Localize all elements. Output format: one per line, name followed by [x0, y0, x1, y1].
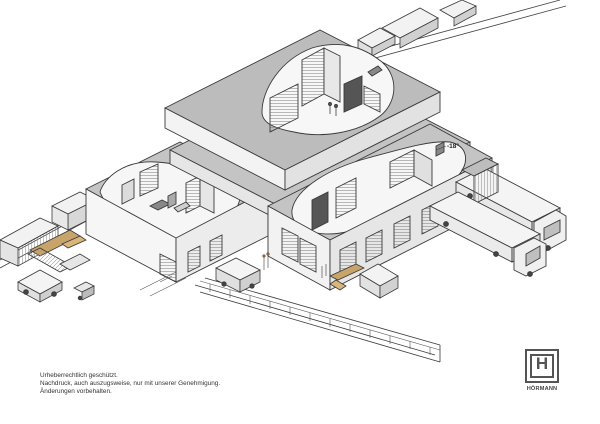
truck-lower	[429, 191, 547, 277]
delivery-van-left	[17, 269, 63, 303]
ground-walkway	[194, 277, 441, 363]
notice-line-3: Änderungen vorbehalten.	[40, 388, 112, 396]
right-wing	[267, 123, 493, 291]
dock-ramp-right	[329, 263, 365, 291]
bollards	[262, 252, 327, 278]
railing-front	[199, 280, 441, 355]
delivery-van-center	[215, 257, 261, 293]
logo-letter: H	[535, 354, 549, 373]
train-top	[357, 0, 477, 57]
brand-name: HÖRMANN	[526, 386, 558, 392]
main-building-upper	[164, 29, 441, 191]
notice-line-2: Nachdruck, auch auszugsweise, nur mit un…	[40, 380, 221, 388]
freezer-temp-callout: -18°	[435, 142, 459, 151]
notice-line-1: Urheberrechtlich geschützt.	[40, 372, 118, 379]
gate-cabin	[359, 263, 399, 299]
freezer-temp-label: -18°	[447, 142, 459, 150]
forklift-ground	[73, 281, 95, 301]
copyright-notice: Urheberrechtlich geschützt. Nachdruck, a…	[40, 372, 220, 397]
ground-markings	[139, 271, 187, 297]
hormann-logo: H HÖRMANN	[523, 349, 561, 397]
logo-mark: H	[525, 349, 559, 383]
loading-ramp-left	[27, 229, 91, 273]
